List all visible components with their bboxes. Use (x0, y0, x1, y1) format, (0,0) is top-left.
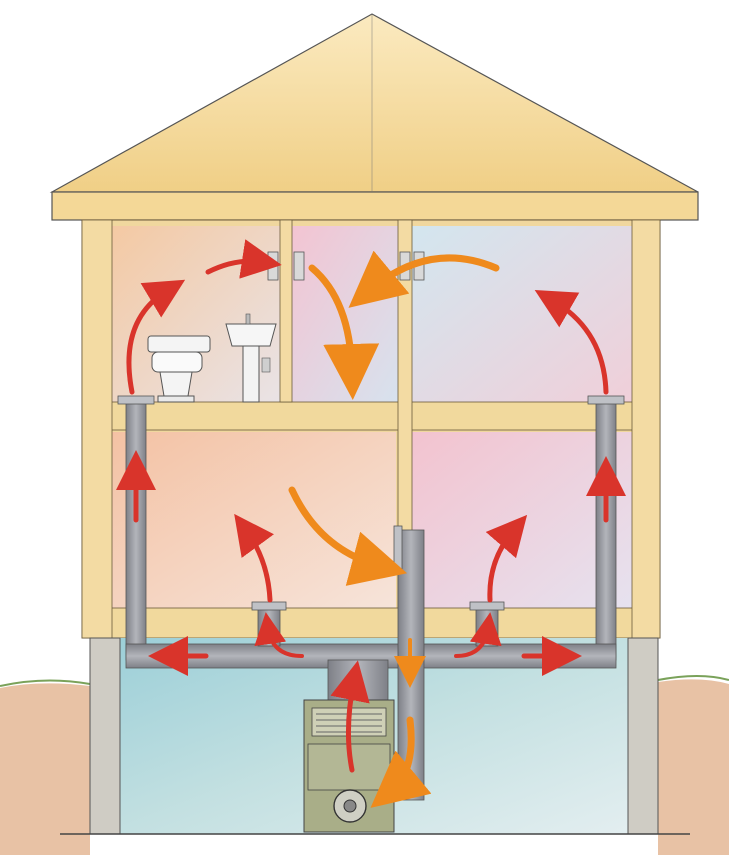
duct-riser-left (126, 402, 146, 660)
foundation-wall-left (90, 638, 120, 834)
roof (52, 14, 698, 220)
duct-riser-right (596, 402, 616, 660)
main-floor (112, 432, 632, 608)
left-room-main (112, 432, 396, 608)
upper-floor-joist (82, 402, 660, 430)
main-floor-joist (82, 608, 660, 638)
foundation-wall-right (628, 638, 658, 834)
right-room-upper (412, 226, 632, 402)
blower-fan-icon (334, 790, 366, 822)
